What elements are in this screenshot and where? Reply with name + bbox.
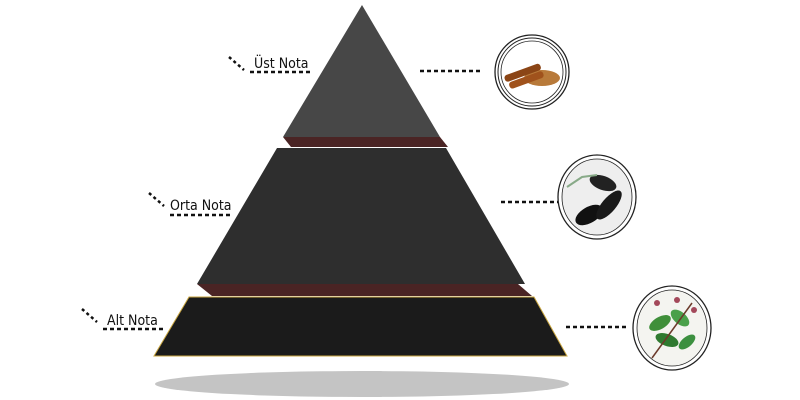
- label-top-note: Üst Nota: [228, 54, 310, 74]
- pyramid-separator-upper: [283, 137, 448, 147]
- pyramid-separator-lower: [197, 284, 532, 296]
- pyramid-tier-middle: [197, 148, 525, 284]
- cinnamon-icon: [494, 34, 570, 110]
- green-plant-icon: [632, 285, 712, 371]
- label-middle-note: Orta Nota: [148, 192, 232, 217]
- middle-note-label: Orta Nota: [170, 198, 232, 214]
- pyramid-shadow: [155, 371, 569, 397]
- base-note-label: Alt Nota: [107, 313, 158, 329]
- pyramid-tier-base: [153, 296, 568, 357]
- pyramid-tier-top: [283, 5, 440, 137]
- top-note-label: Üst Nota: [254, 54, 309, 72]
- label-base-note: Alt Nota: [81, 308, 163, 331]
- dark-leaves-icon: [557, 154, 637, 240]
